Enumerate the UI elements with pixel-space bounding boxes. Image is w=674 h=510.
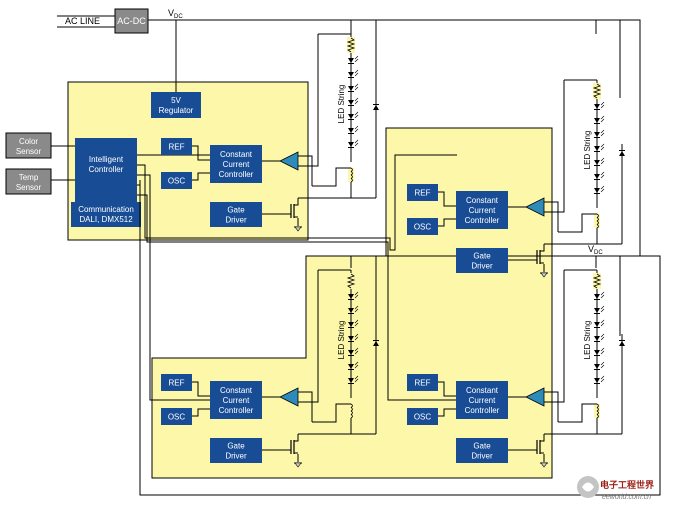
freewheel-diode [373, 334, 379, 434]
power-mosfet [536, 434, 545, 462]
freewheel-diode [619, 334, 625, 434]
svg-text:Constant: Constant [220, 386, 253, 395]
svg-text:Current: Current [469, 206, 496, 215]
svg-text:Constant: Constant [466, 386, 499, 395]
led-string-label: LED String [583, 131, 592, 170]
ref-block: REF [161, 374, 192, 391]
controller-bus [137, 154, 457, 495]
eeworld-watermark: 电子工程世界 eeworld.com.cn [577, 476, 654, 501]
freewheel-diode [373, 98, 379, 198]
svg-text:VDC: VDC [168, 8, 183, 20]
power-mosfet [536, 244, 545, 272]
svg-text:Sensor: Sensor [16, 147, 42, 156]
svg-text:Temp: Temp [19, 173, 39, 182]
error-amplifier [279, 151, 299, 171]
led-string-label: LED String [337, 85, 346, 124]
svg-text:DALI, DMX512: DALI, DMX512 [79, 215, 133, 224]
error-amplifier [525, 197, 545, 217]
svg-text:Controller: Controller [219, 406, 254, 415]
svg-text:OSC: OSC [414, 412, 432, 421]
5v-regulator: 5V Regulator [151, 92, 201, 118]
svg-text:Color: Color [19, 137, 38, 146]
osc-block: OSC [407, 408, 438, 425]
osc-block: OSC [407, 218, 438, 235]
led-string-label: LED String [337, 321, 346, 360]
svg-text:Communication: Communication [78, 205, 134, 214]
svg-text:OSC: OSC [168, 412, 186, 421]
osc-block: OSC [161, 172, 192, 189]
svg-text:Current: Current [223, 160, 250, 169]
ac-line-input: AC LINE [57, 15, 116, 28]
ref-block: REF [407, 374, 438, 391]
ref-block: REF [161, 138, 192, 155]
freewheel-diode [619, 144, 625, 244]
svg-text:eeworld.com.cn: eeworld.com.cn [602, 494, 651, 501]
svg-text:Regulator: Regulator [159, 106, 194, 115]
ac-dc-converter: AC-DC [114, 8, 149, 34]
led-string [592, 80, 605, 229]
communication-module: Communication DALI, DMX512 [71, 202, 141, 227]
svg-text:Controller: Controller [465, 406, 500, 415]
svg-text:Driver: Driver [225, 451, 247, 460]
led-channel-3: REF OSC ConstantCurrentControllerGateDrive… [161, 269, 379, 468]
led-channel-1: REF OSC ConstantCurrentControllerGateDrive… [161, 33, 379, 232]
svg-text:Gate: Gate [473, 251, 491, 260]
svg-text:电子工程世界: 电子工程世界 [600, 479, 654, 491]
svg-text:Intelligent: Intelligent [89, 155, 124, 164]
intelligent-controller: Intelligent Controller [75, 138, 137, 202]
svg-text:Constant: Constant [220, 150, 253, 159]
led-string-label: LED String [583, 321, 592, 360]
led-string [346, 34, 359, 183]
led-channel-2: REF OSC ConstantCurrentControllerGateDrive… [407, 79, 625, 278]
led-string [592, 270, 605, 419]
vdc-label-lower: VDC [588, 244, 603, 256]
svg-text:Gate: Gate [473, 441, 491, 450]
svg-text:AC LINE: AC LINE [65, 16, 100, 26]
vdc-label: VDC [168, 8, 183, 20]
svg-text:Constant: Constant [466, 196, 499, 205]
svg-text:REF: REF [169, 378, 185, 387]
svg-text:Current: Current [223, 396, 250, 405]
svg-text:OSC: OSC [414, 222, 432, 231]
led-string [346, 270, 359, 419]
svg-text:Current: Current [469, 396, 496, 405]
svg-text:Driver: Driver [471, 261, 493, 270]
ref-block: REF [407, 184, 438, 201]
temp-sensor: Temp Sensor [5, 168, 52, 195]
svg-text:VDC: VDC [588, 244, 603, 256]
svg-text:REF: REF [415, 188, 431, 197]
svg-text:Controller: Controller [89, 165, 124, 174]
osc-block: OSC [161, 408, 192, 425]
svg-text:OSC: OSC [168, 176, 186, 185]
svg-text:Controller: Controller [465, 216, 500, 225]
svg-text:Gate: Gate [227, 441, 245, 450]
svg-text:REF: REF [415, 378, 431, 387]
svg-text:Controller: Controller [219, 170, 254, 179]
svg-text:Gate: Gate [227, 205, 245, 214]
error-amplifier [279, 387, 299, 407]
svg-text:AC-DC: AC-DC [117, 16, 146, 26]
svg-text:Driver: Driver [225, 215, 247, 224]
power-mosfet [290, 434, 299, 462]
svg-text:5V: 5V [171, 96, 181, 105]
svg-text:REF: REF [169, 142, 185, 151]
led-channel-4: REF OSC ConstantCurrentControllerGateDrive… [407, 269, 625, 468]
power-mosfet [290, 198, 299, 226]
svg-text:Driver: Driver [471, 451, 493, 460]
color-sensor: Color Sensor [5, 132, 52, 159]
svg-text:Sensor: Sensor [16, 183, 42, 192]
error-amplifier [525, 387, 545, 407]
